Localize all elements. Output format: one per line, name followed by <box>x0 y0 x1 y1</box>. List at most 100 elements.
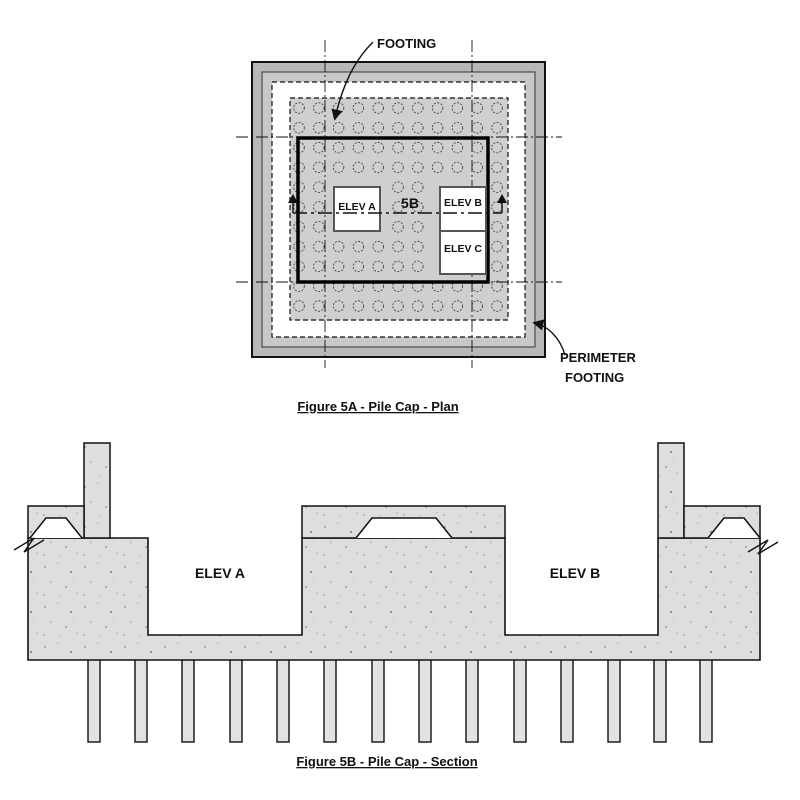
pile-circle <box>313 221 325 233</box>
pile-circle <box>471 161 483 174</box>
pile-circle <box>392 141 404 154</box>
pile <box>229 657 243 743</box>
pile-circle <box>431 102 444 114</box>
pile-circle <box>332 122 345 134</box>
right-break-line <box>747 539 779 555</box>
elev-a-section-label: ELEV A <box>195 565 245 581</box>
pile-circle <box>431 280 444 292</box>
pile-circle <box>491 280 503 292</box>
elev-c-pit <box>439 230 487 275</box>
right-wall <box>657 442 685 539</box>
pile-circle <box>392 280 404 292</box>
left-wall <box>83 442 111 539</box>
pile-circle <box>313 280 325 292</box>
pile-circle <box>313 141 325 154</box>
footing-leader <box>331 41 374 121</box>
elev-b-pit <box>439 186 487 232</box>
pile-circle <box>412 201 424 213</box>
pile-circle <box>352 141 365 154</box>
pile-circle <box>451 102 464 114</box>
pile <box>699 657 713 743</box>
pile <box>276 657 290 743</box>
pile-circle <box>352 300 365 312</box>
elev-b-section-label: ELEV B <box>550 565 601 581</box>
center-curb <box>355 517 453 539</box>
pile-circle <box>412 260 424 273</box>
pile-circle <box>372 260 384 273</box>
pile-circle <box>412 300 424 312</box>
pile-cap-outline <box>296 136 490 284</box>
pile-circle <box>392 221 404 233</box>
pile-circle <box>392 102 404 114</box>
perimeter-leader <box>532 319 566 356</box>
pile-circle <box>352 260 365 273</box>
pile <box>560 657 574 743</box>
pile-circle <box>372 102 384 114</box>
pile-circle <box>293 102 305 114</box>
pile <box>418 657 432 743</box>
plan-view: ELEV A ELEV B ELEV C 5B FOOTING PERIMETE… <box>236 36 636 414</box>
elev-a-plan-label: ELEV A <box>338 201 376 213</box>
pile-circle <box>392 240 404 253</box>
pile-circle <box>392 161 404 174</box>
piles <box>87 657 713 743</box>
pile-circle <box>332 260 345 273</box>
pile-circle <box>431 300 444 312</box>
section-arrow-right <box>497 194 507 203</box>
pile-circle <box>491 122 503 134</box>
pile <box>371 657 385 743</box>
pile-circle <box>412 280 424 292</box>
pile-circle <box>313 260 325 273</box>
pile-circle <box>392 300 404 312</box>
pile-circle <box>372 161 384 174</box>
pile <box>513 657 527 743</box>
section-arrow-left <box>288 194 298 203</box>
pile-circle <box>471 102 483 114</box>
pile <box>323 657 337 743</box>
pile-circle <box>412 221 424 233</box>
section-view: ELEV A ELEV B Figure 5B - Pile Cap - Sec… <box>13 442 779 769</box>
pile-circle <box>332 280 345 292</box>
pile-circle <box>431 122 444 134</box>
pile-circle <box>332 240 345 253</box>
pile-circle <box>491 181 503 193</box>
pile-circle <box>313 122 325 134</box>
pile-circle <box>412 181 424 193</box>
pile-circle <box>471 141 483 154</box>
pile-circle <box>412 102 424 114</box>
pile-circle <box>293 122 305 134</box>
pile-circle <box>352 280 365 292</box>
pile-circle <box>451 141 464 154</box>
pile <box>653 657 667 743</box>
pile-cap-mat <box>27 537 761 661</box>
elev-b-plan-label: ELEV B <box>444 197 482 209</box>
pile-circle <box>372 240 384 253</box>
section-caption: Figure 5B - Pile Cap - Section <box>296 754 477 769</box>
elev-a-pit <box>333 186 381 232</box>
pile-circle <box>313 161 325 174</box>
left-break-line <box>13 537 45 553</box>
plan-caption: Figure 5A - Pile Cap - Plan <box>297 399 458 414</box>
left-curb <box>29 517 83 539</box>
pile-circle <box>313 240 325 253</box>
pile <box>465 657 479 743</box>
pile-circle <box>412 240 424 253</box>
pile-circle <box>491 221 503 233</box>
pile-circle <box>293 300 305 312</box>
pile-circle <box>412 161 424 174</box>
right-curb <box>707 517 761 539</box>
pile-circle <box>332 161 345 174</box>
pile-circle <box>451 122 464 134</box>
pile-circle <box>491 300 503 312</box>
pile-circle <box>372 280 384 292</box>
pile-circle <box>451 300 464 312</box>
pile-circle <box>352 122 365 134</box>
pile-circle <box>431 141 444 154</box>
pile-circle <box>412 141 424 154</box>
pile <box>181 657 195 743</box>
pile <box>607 657 621 743</box>
pile-circle <box>491 161 503 174</box>
pile-circle <box>372 300 384 312</box>
pile-circle <box>372 141 384 154</box>
